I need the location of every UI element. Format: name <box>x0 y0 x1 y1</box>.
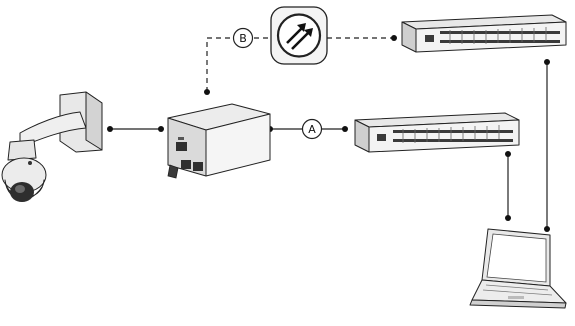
connection-dot <box>544 59 550 65</box>
network-switch-icon <box>354 112 520 153</box>
connection-dot <box>505 215 511 221</box>
connection-dot <box>107 126 113 132</box>
camera-icon <box>1 91 103 202</box>
laptop-icon <box>469 228 567 309</box>
connection-dot <box>544 226 550 232</box>
connection-dot <box>505 151 511 157</box>
connections <box>107 35 550 232</box>
label-b-text: B <box>239 32 247 45</box>
label-a: A <box>301 118 323 140</box>
label-b: B <box>232 27 254 49</box>
connection-dot <box>391 35 397 41</box>
label-a-text: A <box>308 123 316 136</box>
poe-injector-icon <box>167 103 271 179</box>
network-switch-icon <box>401 14 567 53</box>
router-icon <box>270 6 328 65</box>
connection-dot <box>204 89 210 95</box>
connection-dot <box>158 126 164 132</box>
link-injector-router <box>206 37 233 92</box>
connection-dot <box>342 126 348 132</box>
